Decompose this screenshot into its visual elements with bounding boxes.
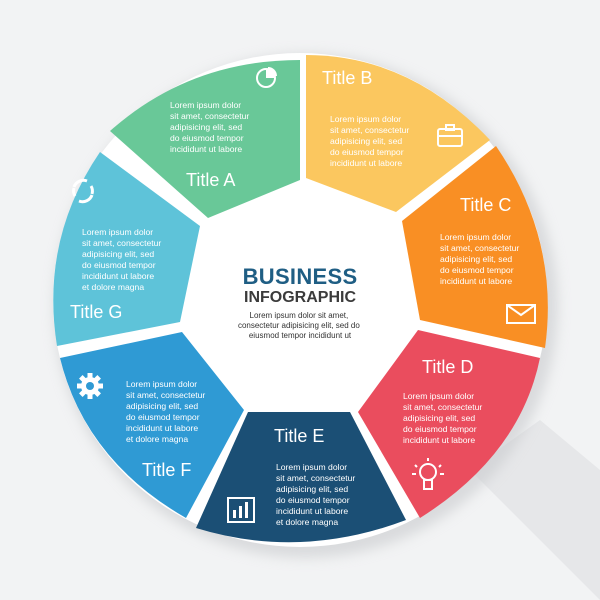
segment-a-title: Title A [186, 170, 235, 190]
segment-c-text: Lorem ipsum dolor sit amet, consectetur … [440, 232, 522, 286]
segment-b-text: Lorem ipsum dolor sit amet, consectetur … [330, 114, 412, 168]
briefcase-icon [437, 124, 463, 147]
segment-b-shape [306, 55, 490, 212]
segment-d[interactable]: Title D Lorem ipsum dolor sit amet, cons… [358, 330, 540, 518]
segment-e-title: Title E [274, 426, 324, 446]
segment-a-text: Lorem ipsum dolor sit amet, consectetur … [170, 100, 252, 154]
pie-chart-icon [256, 67, 277, 88]
center-subtitle: INFOGRAPHIC [244, 289, 356, 306]
center-block: BUSINESS INFOGRAPHIC Lorem ipsum dolor s… [238, 264, 362, 340]
segment-b-title: Title B [322, 68, 372, 88]
gear-icon [77, 373, 103, 399]
segment-c-shape [402, 146, 548, 348]
segment-f-shape [60, 332, 244, 518]
lightbulb-icon [412, 458, 444, 490]
segment-b[interactable]: Title B Lorem ipsum dolor sit amet, cons… [306, 55, 490, 212]
segment-f[interactable]: Lorem ipsum dolor sit amet, consectetur … [60, 332, 244, 518]
segment-d-title: Title D [422, 357, 473, 377]
center-title: BUSINESS [243, 264, 358, 289]
cycle-arrows-icon [72, 178, 94, 204]
segment-d-text: Lorem ipsum dolor sit amet, consectetur … [403, 391, 485, 445]
segment-g[interactable]: Lorem ipsum dolor sit amet, consectetur … [53, 152, 201, 346]
segment-f-text: Lorem ipsum dolor sit amet, consectetur … [126, 379, 208, 444]
center-text: Lorem ipsum dolor sit amet, consectetur … [238, 311, 362, 340]
segment-a[interactable]: Lorem ipsum dolor sit amet, consectetur … [110, 60, 300, 218]
segment-g-title: Title G [70, 302, 122, 322]
segment-c[interactable]: Title C Lorem ipsum dolor sit amet, cons… [402, 146, 548, 348]
envelope-icon [506, 304, 536, 324]
segment-d-shape [358, 330, 540, 518]
segment-e-text: Lorem ipsum dolor sit amet, consectetur … [276, 462, 358, 527]
long-shadow [470, 420, 600, 600]
segment-c-title: Title C [460, 195, 511, 215]
segment-g-text: Lorem ipsum dolor sit amet, consectetur … [82, 227, 164, 292]
segment-f-title: Title F [142, 460, 191, 480]
segment-e[interactable]: Title E Lorem ipsum dolor sit amet, cons… [196, 412, 406, 543]
segment-a-shape [110, 60, 300, 218]
segment-e-shape [196, 412, 406, 543]
bar-chart-icon [227, 497, 255, 523]
